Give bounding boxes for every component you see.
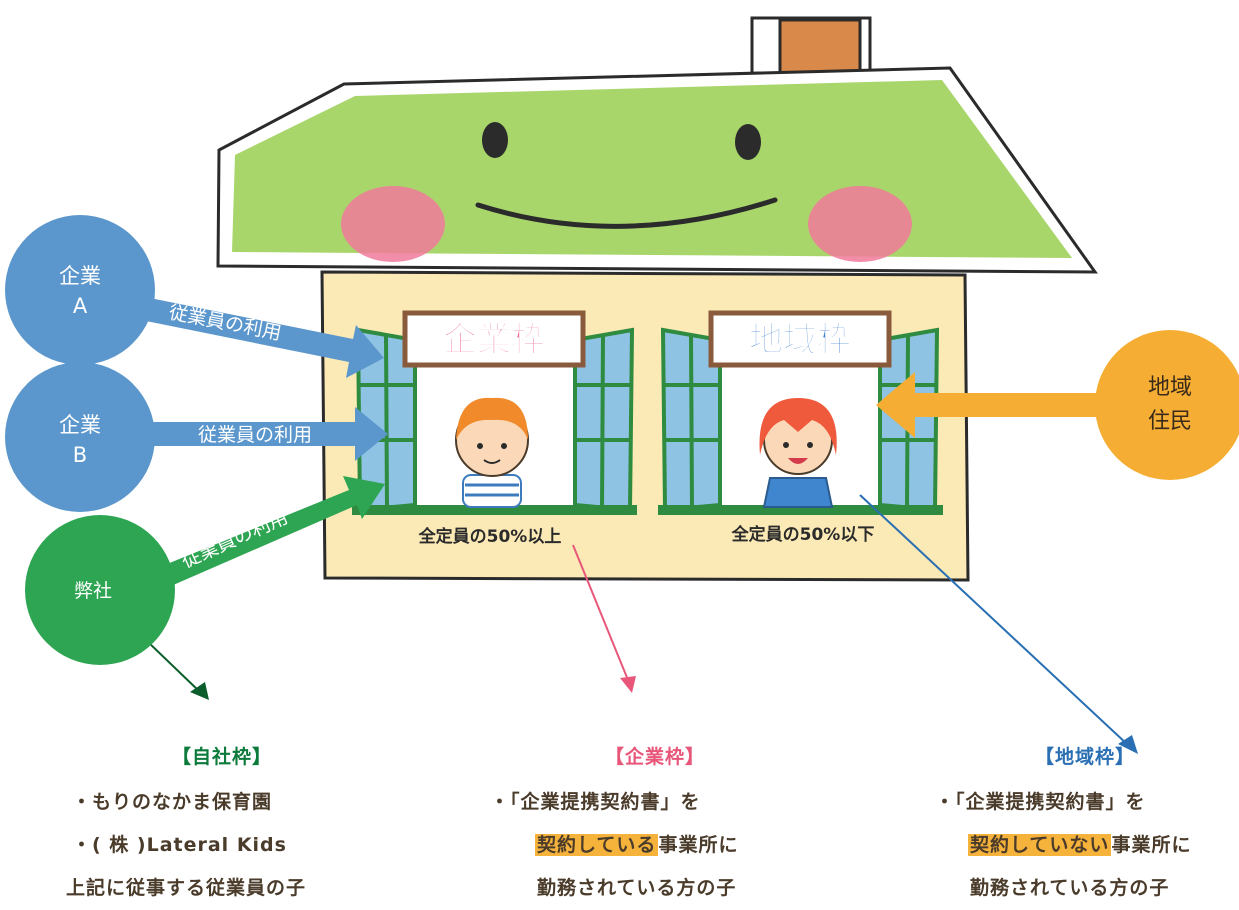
residents-circle: [1095, 330, 1239, 480]
residents-line1: 地域: [1148, 375, 1192, 400]
panel-local-line2: 契約していない事業所に: [935, 824, 1235, 867]
roof-left-cheek: [341, 186, 445, 262]
panel-corp: 【企業枠】 ・「企業提携契約書」を 契約している事業所に 勤務されている方の子: [490, 736, 820, 910]
company-a-line1: 企業: [59, 264, 101, 288]
our-company-label: 弊社: [74, 580, 112, 602]
company-a-line2: A: [73, 294, 88, 318]
residents: 地域 住民: [876, 330, 1239, 480]
roof-left-eye: [482, 122, 508, 158]
panel-own: 【自社枠】 ・もりのなかま保育園 ・( 株 )Lateral Kids 上記に従…: [66, 736, 382, 910]
residents-line2: 住民: [1148, 409, 1192, 434]
panel-local-line2-rest: 事業所に: [1111, 834, 1192, 856]
window-left-sign-text: 企業枠: [443, 320, 545, 360]
panel-corp-line2: 契約している事業所に: [490, 824, 820, 867]
panel-corp-line3: 勤務されている方の子: [537, 877, 737, 899]
company-b-line2: B: [73, 443, 87, 467]
our-company-arrow: [140, 476, 385, 596]
residents-arrow: [876, 372, 1115, 438]
pointer-local: [859, 494, 1138, 754]
company-a-arrow-label: 従業員の利用: [167, 301, 283, 344]
panel-own-title: 【自社枠】: [171, 746, 272, 768]
panel-own-line1: ・もりのなかま保育園: [72, 791, 273, 813]
window-right-sign: 地域枠: [708, 310, 892, 368]
roof-right-cheek: [808, 186, 912, 262]
panel-local-title: 【地域枠】: [1034, 746, 1135, 768]
company-b-arrow: [150, 407, 388, 461]
company-b: 従業員の利用 企業 B: [5, 362, 388, 512]
window-left: [352, 327, 637, 515]
caption-left: 全定員の50%以上: [418, 526, 562, 547]
company-a: 従業員の利用 企業 A: [5, 215, 384, 378]
company-a-arrow: [146, 298, 384, 378]
window-left-sign: 企業枠: [402, 310, 586, 368]
company-b-circle: [5, 362, 155, 512]
house-roof: [216, 66, 1098, 274]
panel-corp-line2-rest: 事業所に: [658, 834, 739, 856]
panel-own-line3: 上記に従事する従業員の子: [66, 877, 307, 899]
panel-local: 【地域枠】 ・「企業提携契約書」を 契約していない事業所に 勤務されている方の子: [935, 736, 1235, 910]
panel-corp-line1: ・「企業提携契約書」を: [490, 791, 701, 813]
roof-smile: [475, 197, 778, 229]
panel-local-line3: 勤務されている方の子: [970, 877, 1170, 899]
company-a-circle: [5, 215, 155, 365]
pointer-corp: [572, 544, 636, 693]
company-b-arrow-label: 従業員の利用: [198, 424, 312, 446]
panel-corp-title: 【企業枠】: [604, 746, 705, 768]
roof-right-eye: [735, 124, 761, 160]
panel-local-highlight: 契約していない: [968, 834, 1112, 856]
window-right-sign-text: 地域枠: [749, 320, 851, 360]
panel-local-line1: ・「企業提携契約書」を: [935, 791, 1146, 813]
panel-own-line2: ・( 株 )Lateral Kids: [72, 834, 287, 856]
company-b-line1: 企業: [59, 413, 101, 437]
panel-corp-highlight: 契約している: [535, 834, 659, 856]
caption-right: 全定員の50%以下: [731, 524, 875, 545]
our-company-circle: [25, 515, 175, 665]
